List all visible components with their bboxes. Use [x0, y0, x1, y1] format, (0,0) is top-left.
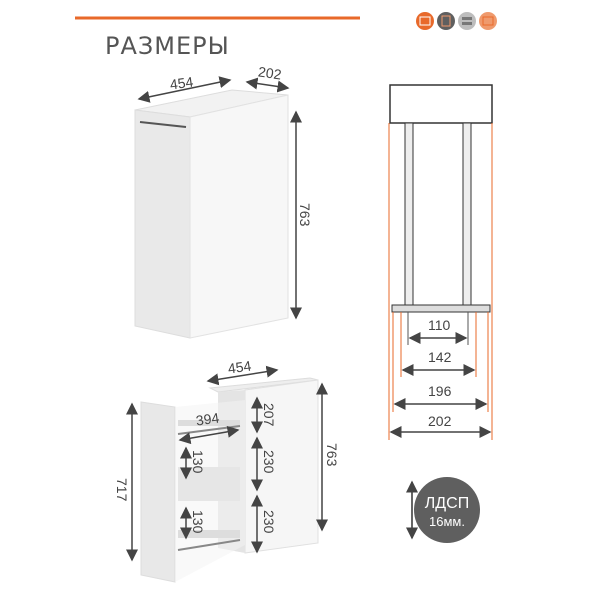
section-top-label: 207 [261, 403, 277, 427]
width-label: 202 [257, 63, 283, 82]
inner-width-142-label: 142 [428, 349, 452, 365]
material-thickness: 16мм. [429, 514, 465, 529]
open-height-label: 763 [324, 443, 340, 467]
width-dimension-arrow [245, 77, 290, 93]
shelf-icon [479, 12, 497, 30]
open-cabinet [140, 377, 319, 583]
material-name: ЛДСП [425, 495, 469, 512]
cabinet-icon [437, 12, 455, 30]
height-label: 763 [297, 203, 313, 227]
section-bottom-label: 230 [261, 510, 277, 534]
open-depth-arrow [206, 365, 279, 386]
drawer-icon [458, 12, 476, 30]
drawer-depth-label: 394 [195, 409, 221, 428]
wardrobe-icon [416, 12, 434, 30]
depth-label: 454 [169, 73, 195, 92]
depth-dimension-arrow [137, 76, 232, 103]
section-mid-label: 230 [261, 450, 277, 474]
outer-width-202-label: 202 [428, 413, 452, 429]
open-depth-label: 454 [227, 357, 253, 376]
page-title: РАЗМЕРЫ [105, 32, 230, 60]
basket-1-label: 130 [190, 450, 206, 474]
front-view [388, 84, 493, 440]
closed-cabinet [134, 89, 289, 339]
inner-width-196-label: 196 [428, 383, 452, 399]
material-badge: ЛДСП 16мм. [406, 477, 480, 543]
drawer-depth-arrow [178, 425, 240, 445]
inner-width-110-label: 110 [428, 317, 451, 333]
basket-2-label: 130 [190, 510, 206, 534]
material-icons [416, 12, 497, 30]
facade-height-label: 717 [114, 478, 130, 502]
